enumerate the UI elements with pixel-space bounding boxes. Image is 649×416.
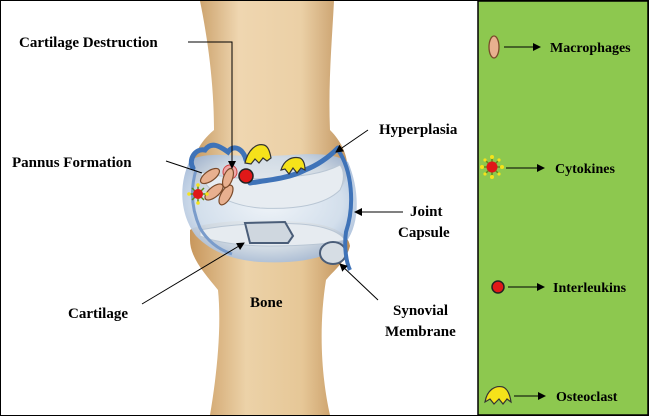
macrophage-icon (489, 36, 499, 58)
legend-label-interleukins: Interleukins (553, 281, 627, 296)
label-hyperplasia: Hyperplasia (379, 122, 458, 138)
label-cartilage: Cartilage (68, 306, 128, 322)
meniscus-right (320, 242, 346, 264)
label-synovial: Synovial (393, 303, 448, 319)
label-bone: Bone (250, 295, 283, 311)
label-cartilage-destruction: Cartilage Destruction (19, 35, 158, 51)
legend-label-macrophages: Macrophages (550, 41, 631, 56)
label-pannus-formation: Pannus Formation (12, 155, 132, 171)
legend-label-cytokines: Cytokines (555, 162, 615, 177)
label-capsule: Capsule (398, 225, 450, 241)
legend-label-osteoclast: Osteoclast (556, 390, 618, 405)
legend-panel (478, 1, 648, 415)
label-joint: Joint (410, 204, 443, 220)
interleukin-cell (239, 169, 253, 183)
cartilage-block (245, 222, 293, 243)
interleukin-icon (492, 281, 504, 293)
label-membrane: Membrane (385, 324, 456, 340)
